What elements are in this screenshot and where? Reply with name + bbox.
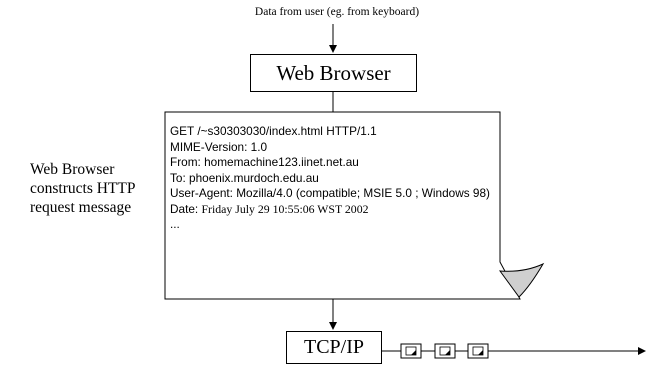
- date-header-value: Friday July 29 10:55:06 WST 2002: [201, 201, 369, 216]
- side-caption-line: request message: [30, 199, 132, 216]
- packet-icon: [400, 343, 422, 359]
- message-ellipsis: ...: [170, 217, 180, 231]
- date-header-key: Date:: [170, 201, 202, 216]
- web-browser-box: Web Browser: [250, 54, 417, 92]
- date-header: Date: Friday July 29 10:55:06 WST 2002: [170, 202, 490, 218]
- tcpip-box: TCP/IP: [286, 331, 382, 364]
- request-line: GET /~s30303030/index.html HTTP/1.1: [170, 124, 377, 138]
- from-header: From: homemachine123.iinet.net.au: [170, 155, 359, 169]
- user-input-label: Data from user (eg. from keyboard): [254, 6, 420, 18]
- http-request-message: GET /~s30303030/index.html HTTP/1.1 MIME…: [170, 124, 490, 233]
- side-caption-line: Web Browser: [30, 161, 115, 178]
- packet-icon: [467, 343, 489, 359]
- packet-icon: [434, 343, 456, 359]
- side-caption-line: constructs HTTP: [30, 180, 136, 197]
- to-header: To: phoenix.murdoch.edu.au: [170, 170, 319, 185]
- side-caption: Web Browser constructs HTTP request mess…: [30, 160, 135, 217]
- user-agent-header: User-Agent: Mozilla/4.0 (compatible; MSI…: [170, 186, 490, 200]
- page-curl-icon: [498, 262, 545, 298]
- mime-version-header: MIME-Version: 1.0: [170, 139, 268, 154]
